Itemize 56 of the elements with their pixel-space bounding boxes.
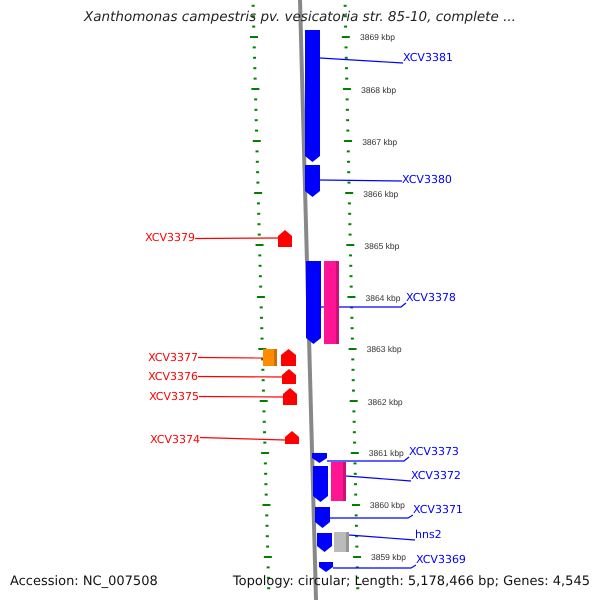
- scale-label: 3861 kbp: [368, 448, 404, 458]
- gene-glyph: [319, 562, 333, 572]
- gene-glyph: [317, 533, 332, 552]
- gene-label: XCV3375: [149, 390, 199, 404]
- scale-label: 3867 kbp: [362, 136, 398, 148]
- leader-line: [327, 456, 410, 462]
- gene-glyph: [305, 165, 320, 197]
- gene-glyph: [315, 507, 330, 528]
- leader-line: [320, 57, 404, 64]
- accession-text: Accession: NC_007508: [10, 574, 158, 590]
- gene-glyph: [312, 453, 327, 463]
- gene-glyph: [306, 261, 321, 344]
- scale-label: 3869 kbp: [360, 32, 395, 42]
- gene-label: hns2: [415, 528, 442, 542]
- scale-label: 3862 kbp: [368, 396, 403, 408]
- gene-glyph: [331, 462, 346, 501]
- gene-glyph: [313, 466, 328, 502]
- gene-glyph: [281, 349, 296, 366]
- scale-label: 3859 kbp: [371, 552, 406, 562]
- leader-line: [346, 475, 412, 482]
- gene-label: XCV3381: [403, 51, 453, 65]
- gene-label: XCV3378: [406, 291, 456, 305]
- leader-line: [198, 376, 282, 378]
- gene-label: XCV3373: [409, 445, 459, 459]
- leader-line: [200, 436, 286, 441]
- scale-label: 3866 kbp: [363, 188, 398, 200]
- scale-label: 3865 kbp: [364, 240, 400, 252]
- gene-label: XCV3371: [413, 503, 463, 517]
- leader-line: [199, 396, 283, 398]
- scale-label: 3868 kbp: [361, 84, 396, 96]
- diagram-title: Xanthomonas campestris pv. vesicatoria str. 85-10, complete ...: [82, 9, 517, 25]
- leader-line: [198, 356, 263, 359]
- gene-label: XCV3377: [148, 351, 198, 365]
- gene-glyph: [263, 349, 277, 366]
- gene-label: XCV3376: [148, 370, 198, 384]
- leader-line: [320, 179, 402, 182]
- gene-label: XCV3372: [411, 469, 461, 483]
- scale-label: 3860 kbp: [370, 500, 405, 510]
- genome-info-text: Topology: circular; Length: 5,178,466 bp; Genes: 4,545: [232, 574, 590, 590]
- leader-line: [195, 237, 278, 240]
- leader-line: [333, 564, 416, 569]
- gene-label: XCV3369: [416, 553, 466, 567]
- gene-glyph: [282, 369, 296, 384]
- gene-glyph: [305, 30, 320, 162]
- gene-label: XCV3380: [402, 173, 452, 187]
- scale-label: 3864 kbp: [366, 292, 400, 304]
- gene-glyph: [324, 261, 339, 344]
- leader-line: [330, 514, 414, 519]
- scale-label: 3863 kbp: [366, 344, 402, 354]
- gene-glyph: [285, 431, 299, 444]
- gene-label: XCV3379: [145, 231, 195, 245]
- gene-glyph: [334, 532, 349, 552]
- gene-glyph: [278, 230, 292, 247]
- gene-label: XCV3374: [150, 433, 200, 447]
- leader-line: [348, 534, 416, 541]
- gene-glyph: [283, 388, 297, 405]
